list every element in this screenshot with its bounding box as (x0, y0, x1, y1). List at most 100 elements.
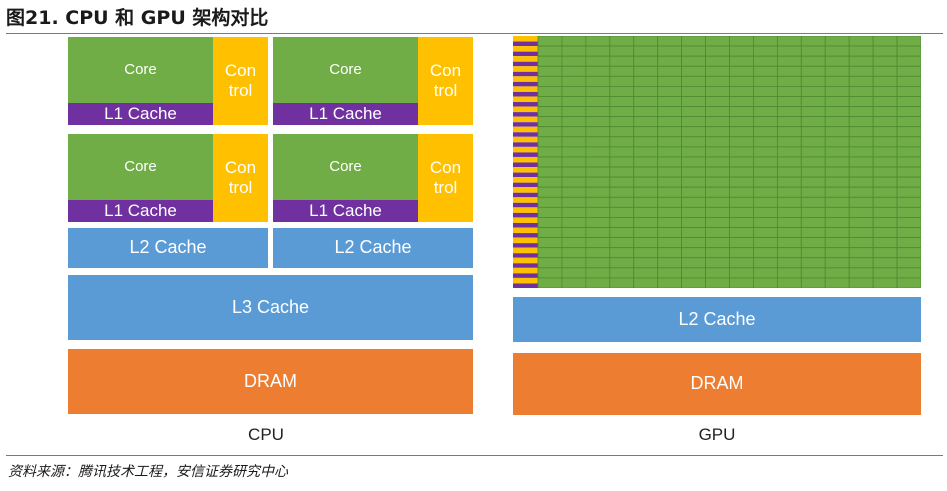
gpu-core-cell (681, 116, 706, 128)
gpu-core-cell (776, 227, 802, 239)
gpu-core-cell (609, 75, 635, 87)
gpu-core-cell (776, 267, 802, 279)
gpu-core-cell (848, 277, 874, 288)
gpu-core-cell (585, 156, 611, 168)
gpu-core-cell (561, 206, 587, 218)
gpu-core-cell (848, 257, 874, 269)
gpu-core-cell (585, 277, 611, 288)
gpu-core-cell (633, 136, 659, 148)
gpu-l2-cache-block: L2 Cache (513, 297, 921, 342)
gpu-core-cell (824, 86, 850, 97)
gpu-core-cell (681, 267, 706, 279)
gpu-core-cell (776, 126, 802, 138)
gpu-core-cell (729, 257, 754, 269)
gpu-core-cell (537, 277, 563, 288)
gpu-core-cell (848, 217, 874, 228)
gpu-core-cell (561, 227, 587, 239)
gpu-core-cell (824, 186, 850, 198)
gpu-core-cell (800, 237, 826, 249)
l2-cache-label: L2 Cache (129, 237, 207, 258)
gpu-core-cell (657, 36, 683, 47)
gpu-core-cell (633, 116, 659, 128)
gpu-core-cell (729, 176, 754, 188)
gpu-core-cell (537, 36, 563, 47)
gpu-core-cell (896, 65, 921, 77)
gpu-core-cell (609, 217, 635, 228)
gpu-l1-cache-unit (513, 212, 538, 218)
gpu-core-cell (561, 65, 587, 77)
gpu-core-cell (729, 86, 754, 97)
gpu-core-cell (585, 55, 611, 67)
gpu-core-cell (609, 96, 635, 107)
gpu-core-cell (657, 217, 683, 228)
gpu-control-unit (513, 177, 538, 183)
gpu-core-cell (729, 136, 754, 148)
control-label: Con trol (429, 157, 462, 197)
gpu-core-cell (561, 136, 587, 148)
gpu-core-cell (848, 126, 874, 138)
gpu-core-cell (681, 156, 706, 168)
gpu-core-cell (657, 65, 683, 77)
gpu-core-cell (585, 146, 611, 158)
gpu-core-cell (824, 136, 850, 148)
gpu-core-cell (609, 36, 635, 47)
gpu-control-unit (513, 46, 538, 52)
gpu-core-cell (729, 186, 754, 198)
gpu-core-cell (633, 277, 659, 288)
gpu-core-cell (729, 55, 754, 67)
gpu-core-cell (633, 196, 659, 208)
gpu-core-cell (872, 257, 898, 269)
gpu-core-cell (800, 116, 826, 128)
gpu-core-cell (729, 267, 754, 279)
gpu-core-cell (705, 136, 730, 148)
gpu-core-cell (537, 146, 563, 158)
gpu-core-cell (753, 196, 778, 208)
gpu-core-cell (537, 227, 563, 239)
cpu-control-block-3: Con trol (213, 134, 268, 222)
gpu-core-cell (681, 126, 706, 138)
gpu-core-cell (848, 176, 874, 188)
gpu-core-cell (585, 206, 611, 218)
gpu-core-cell (872, 136, 898, 148)
dram-label: DRAM (244, 370, 297, 391)
gpu-core-cell (681, 106, 706, 118)
gpu-control-unit (513, 207, 538, 213)
gpu-core-cell (537, 136, 563, 148)
gpu-core-cell (896, 45, 921, 57)
gpu-core-cell (633, 176, 659, 188)
gpu-core-cell (585, 126, 611, 138)
gpu-core-cell (800, 186, 826, 198)
bottom-rule (6, 455, 943, 456)
gpu-core-cell (776, 156, 802, 168)
gpu-core-cell (609, 65, 635, 77)
gpu-core-cell (872, 106, 898, 118)
gpu-core-cell (585, 136, 611, 148)
gpu-core-cell (609, 55, 635, 67)
gpu-core-cell (585, 75, 611, 87)
gpu-core-cell (729, 277, 754, 288)
gpu-core-cell (681, 176, 706, 188)
gpu-core-cell (753, 217, 778, 228)
gpu-l1-cache-unit (513, 243, 538, 248)
gpu-core-cell (776, 196, 802, 208)
gpu-core-cell (561, 267, 587, 279)
gpu-core-cell (776, 45, 802, 57)
gpu-l1-cache-unit (513, 152, 538, 157)
gpu-core-cell (896, 277, 921, 288)
gpu-core-cell (872, 36, 898, 47)
gpu-core-cell (872, 55, 898, 67)
gpu-core-cell (824, 45, 850, 57)
gpu-core-cell (824, 146, 850, 158)
gpu-core-cell (633, 126, 659, 138)
gpu-core-cell (585, 86, 611, 97)
gpu-core-cell (729, 45, 754, 57)
gpu-core-cell (705, 257, 730, 269)
gpu-core-cell (609, 186, 635, 198)
gpu-core-cell (537, 156, 563, 168)
gpu-core-cell (585, 267, 611, 279)
cpu-l2-cache-block-1: L2 Cache (68, 228, 268, 268)
gpu-core-cell (824, 217, 850, 228)
gpu-core-cell (705, 96, 730, 107)
gpu-l1-cache-unit (513, 102, 538, 107)
gpu-control-unit (513, 86, 538, 92)
